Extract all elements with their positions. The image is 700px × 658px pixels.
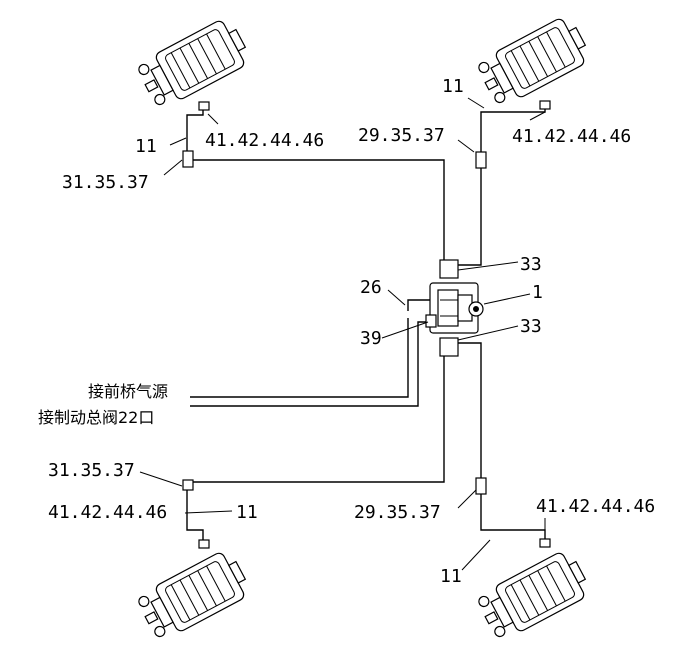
fitting-top-right	[475, 151, 487, 169]
pipes	[186, 105, 546, 543]
label-tl-hose: 11	[135, 136, 157, 157]
fittings	[182, 100, 551, 549]
brake-chamber-bottom-right	[474, 546, 594, 644]
relay-valve	[425, 259, 484, 357]
label-tr-kit: 41.42.44.46	[512, 126, 631, 147]
label-tr-fitting: 29.35.37	[358, 125, 445, 146]
label-left-adapter: 39	[360, 328, 382, 349]
label-valve-top: 33	[520, 254, 542, 275]
fitting-bottom-right	[475, 477, 487, 495]
label-tl-fitting: 31.35.37	[62, 172, 149, 193]
leader-lines	[139, 97, 546, 571]
tee-fitting-top-left	[182, 150, 194, 168]
label-br-kit: 41.42.44.46	[536, 496, 655, 517]
tee-fitting-bottom-left	[182, 479, 194, 491]
brake-chamber-top-left	[134, 14, 254, 112]
label-valve-bottom: 33	[520, 316, 542, 337]
label-br-fitting: 29.35.37	[354, 502, 441, 523]
label-valve-main: 1	[532, 282, 543, 303]
note-front-air: 接前桥气源	[88, 382, 168, 401]
label-bl-kit: 41.42.44.46	[48, 502, 167, 523]
brake-chamber-bottom-left	[134, 546, 254, 644]
brake-chamber-top-right	[474, 12, 594, 110]
note-brake-valve: 接制动总阀22口	[38, 408, 154, 427]
label-tr-hose: 11	[442, 76, 464, 97]
label-left-fitting: 26	[360, 277, 382, 298]
label-bl-fitting: 31.35.37	[48, 460, 135, 481]
labels: 11 41.42.44.46 31.35.37 11 29.35.37 41.4…	[38, 76, 655, 587]
label-tl-kit: 41.42.44.46	[205, 130, 324, 151]
label-br-hose: 11	[440, 566, 462, 587]
label-bl-hose: 11	[236, 502, 258, 523]
